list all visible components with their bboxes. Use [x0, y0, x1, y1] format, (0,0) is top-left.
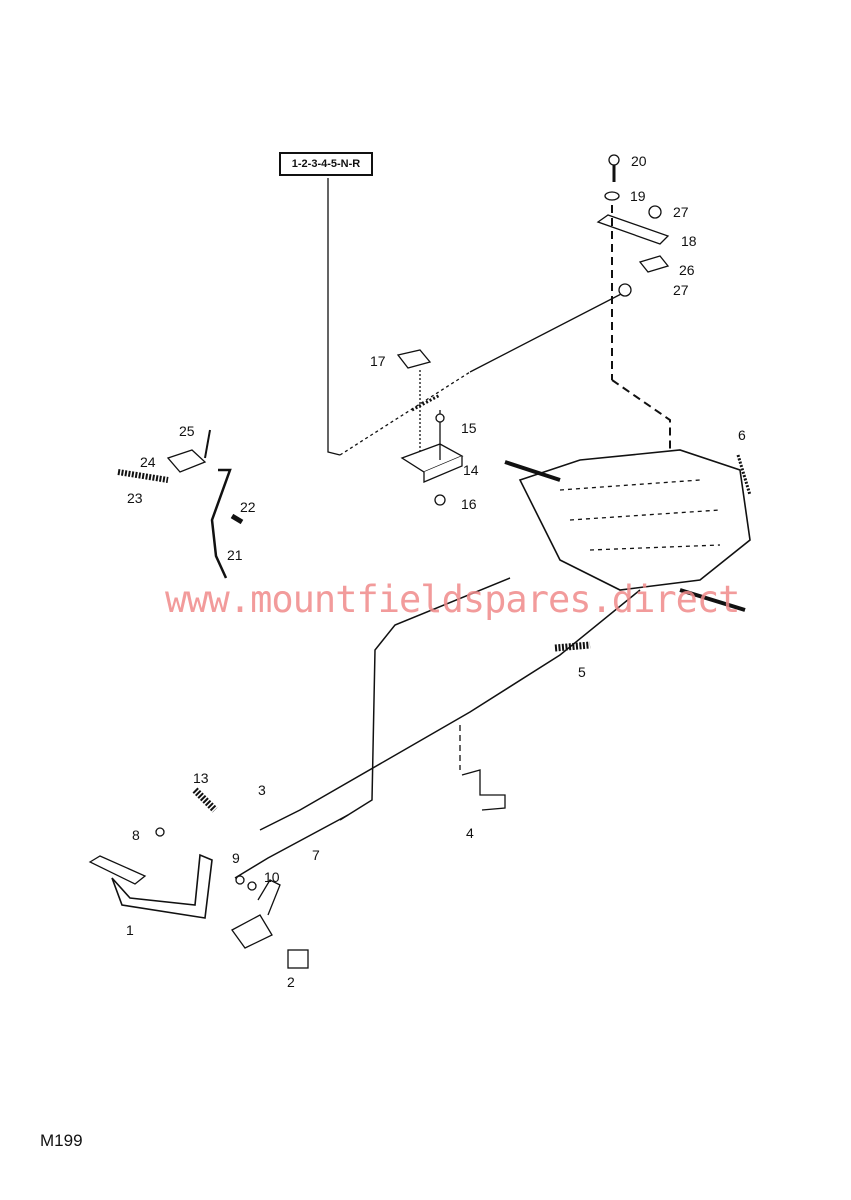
callout-2: 2	[287, 974, 295, 990]
callout-3: 3	[258, 782, 266, 798]
bracket-icon	[461, 769, 506, 811]
callout-19: 19	[630, 188, 646, 204]
shift-cable	[469, 291, 626, 373]
leader-line	[327, 178, 341, 456]
cable	[339, 577, 511, 821]
diagram-code: M199	[40, 1131, 83, 1150]
nut-icon	[434, 494, 446, 506]
nut-icon	[618, 283, 632, 297]
callout-6: 6	[738, 427, 746, 443]
pedal-pad-icon	[88, 855, 147, 885]
pedal-arm-icon	[111, 853, 213, 919]
rod-icon	[210, 468, 232, 579]
callout-16: 16	[461, 496, 477, 512]
callout-23: 23	[127, 490, 143, 506]
watermark: www.mountfieldspares.direct	[165, 578, 740, 621]
callout-15: 15	[461, 420, 477, 436]
cable-dashed	[339, 371, 471, 456]
spring-icon	[192, 787, 218, 813]
nut-icon	[648, 205, 662, 219]
callout-17: 17	[370, 353, 386, 369]
transaxle-icon	[518, 449, 751, 591]
bushing-icon	[287, 949, 309, 969]
bracket-icon	[166, 449, 207, 473]
lever-plate-icon	[596, 214, 670, 245]
callout-5: 5	[578, 664, 586, 680]
cable	[259, 589, 641, 831]
callout-7: 7	[312, 847, 320, 863]
callout-1: 1	[126, 922, 134, 938]
callout-22: 22	[240, 499, 256, 515]
callout-21: 21	[227, 547, 243, 563]
bolt-icon	[435, 413, 445, 423]
callout-25: 25	[179, 423, 195, 439]
washer-icon	[604, 191, 620, 201]
spring-icon	[117, 469, 169, 483]
callout-27: 27	[673, 204, 689, 220]
spring-icon	[554, 641, 591, 652]
ball-joint-icon	[638, 255, 670, 273]
cable-end-icon	[411, 393, 441, 412]
callout-20: 20	[631, 153, 647, 169]
callout-13: 13	[193, 770, 209, 786]
callout-18: 18	[681, 233, 697, 249]
callout-26: 26	[679, 262, 695, 278]
pivot-icon	[231, 914, 273, 949]
callout-4: 4	[466, 825, 474, 841]
callout-10: 10	[264, 869, 280, 885]
callout-24: 24	[140, 454, 156, 470]
gear-positions-label: 1-2-3-4-5-N-R	[279, 152, 373, 176]
callout-9: 9	[232, 850, 240, 866]
callout-27: 27	[673, 282, 689, 298]
callout-14: 14	[463, 462, 479, 478]
eyelet-icon	[155, 827, 165, 837]
clip-icon	[396, 349, 432, 369]
callout-8: 8	[132, 827, 140, 843]
